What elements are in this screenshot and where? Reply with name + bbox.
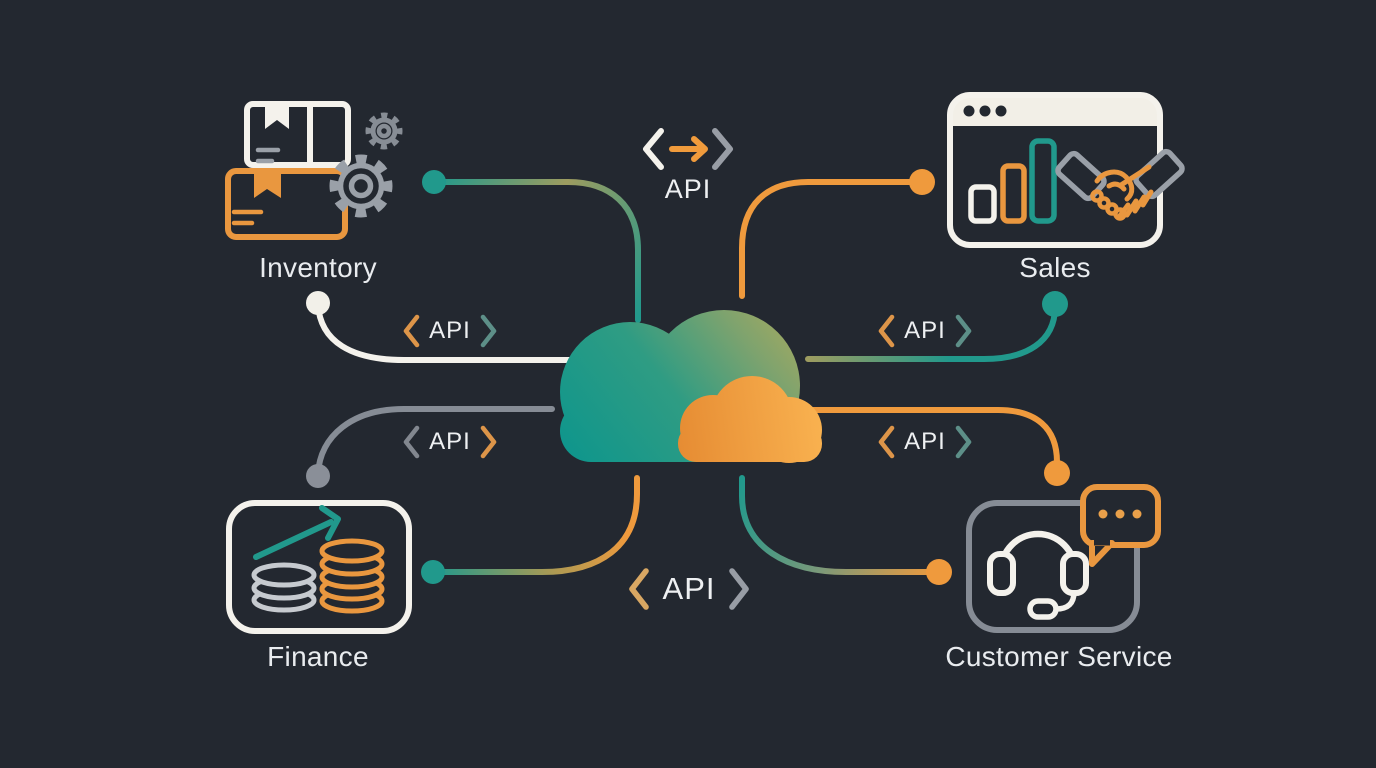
connector-lines: [315, 179, 1060, 575]
connector-cloud-to-sales: [805, 304, 1058, 362]
api-text: API: [662, 571, 716, 606]
inventory-icon: [225, 101, 403, 240]
chevron-right-icon: [955, 425, 972, 459]
connector-finance-api-to-cloud: [315, 406, 555, 477]
api-badge-bottom: API: [605, 563, 773, 615]
browser-dots: [963, 105, 1007, 117]
headset-icon: [987, 530, 1089, 620]
inventory-label: Inventory: [259, 252, 377, 283]
support-card: [966, 500, 1140, 633]
endpoint-dots: [306, 169, 1070, 585]
dot-customer-service-top: [1044, 460, 1070, 486]
connector-cloud-to-customer-service-left: [739, 475, 941, 575]
connector-finance-to-cloud-bottom: [430, 475, 640, 575]
connector-cloud-to-customer-service-top: [805, 407, 1060, 465]
chat-bubble-icon: [1080, 484, 1161, 567]
chevron-left-icon: [628, 568, 649, 610]
sales-label: Sales: [1019, 252, 1091, 283]
dot-finance-gray: [306, 464, 330, 488]
chevron-left-icon: [878, 425, 895, 459]
chevron-right-icon: [729, 568, 750, 610]
dot-finance-teal: [421, 560, 445, 584]
api-badge-left-lower: API: [398, 420, 502, 464]
bar-chart-icon: [968, 138, 1057, 224]
handshake-icon: [1055, 148, 1185, 221]
api-text: API: [429, 317, 471, 344]
api-badge-top: API: [623, 127, 753, 205]
chevron-right-icon: [480, 425, 497, 459]
chevron-left-icon: [403, 425, 420, 459]
chevron-right-icon: [480, 314, 497, 348]
finance-card: [226, 500, 412, 634]
dot-sales-orange: [909, 169, 935, 195]
dot-sales-teal: [1042, 291, 1068, 317]
chevron-left-icon: [878, 314, 895, 348]
connector-sales-to-cloud: [739, 179, 925, 299]
api-text-top: API: [664, 174, 712, 204]
package-box-white: [244, 101, 351, 168]
sales-icon: [947, 92, 1185, 248]
gear-large-icon: [329, 154, 393, 218]
connector-inventory-to-cloud: [431, 179, 641, 323]
finance-icon: [226, 500, 412, 634]
finance-label: Finance: [267, 641, 369, 672]
cloud-orange-overlay: [678, 376, 822, 463]
chevron-left-icon: [403, 314, 420, 348]
dot-customer-service-left: [926, 559, 952, 585]
coin-stack-gray-icon: [251, 562, 317, 613]
dot-inventory-white: [306, 291, 330, 315]
arrow-right-icon: [691, 136, 708, 162]
chevron-left-icon: [643, 128, 664, 170]
cloud-hub-icon: [560, 310, 822, 463]
connector-inventory-api-to-cloud: [315, 301, 587, 363]
growth-arrow-icon: [253, 505, 341, 560]
chat-dots: [1098, 509, 1142, 519]
api-text: API: [904, 317, 946, 344]
customer-service-label: Customer Service: [945, 641, 1173, 672]
api-badge-left-upper: API: [398, 309, 502, 353]
code-exchange-icon: [643, 128, 733, 170]
browser-titlebar: [950, 95, 1160, 126]
dot-inventory-teal: [422, 170, 446, 194]
chevron-right-icon: [712, 128, 733, 170]
chevron-right-icon: [955, 314, 972, 348]
api-text: API: [429, 428, 471, 455]
api-text: API: [904, 428, 946, 455]
customer-service-icon: [966, 484, 1161, 633]
package-box-orange: [225, 168, 348, 240]
api-badge-right-lower: API: [873, 420, 977, 464]
coin-stack-orange-icon: [319, 538, 385, 614]
gear-small-icon: [365, 112, 403, 150]
api-badge-right-upper: API: [873, 309, 977, 353]
